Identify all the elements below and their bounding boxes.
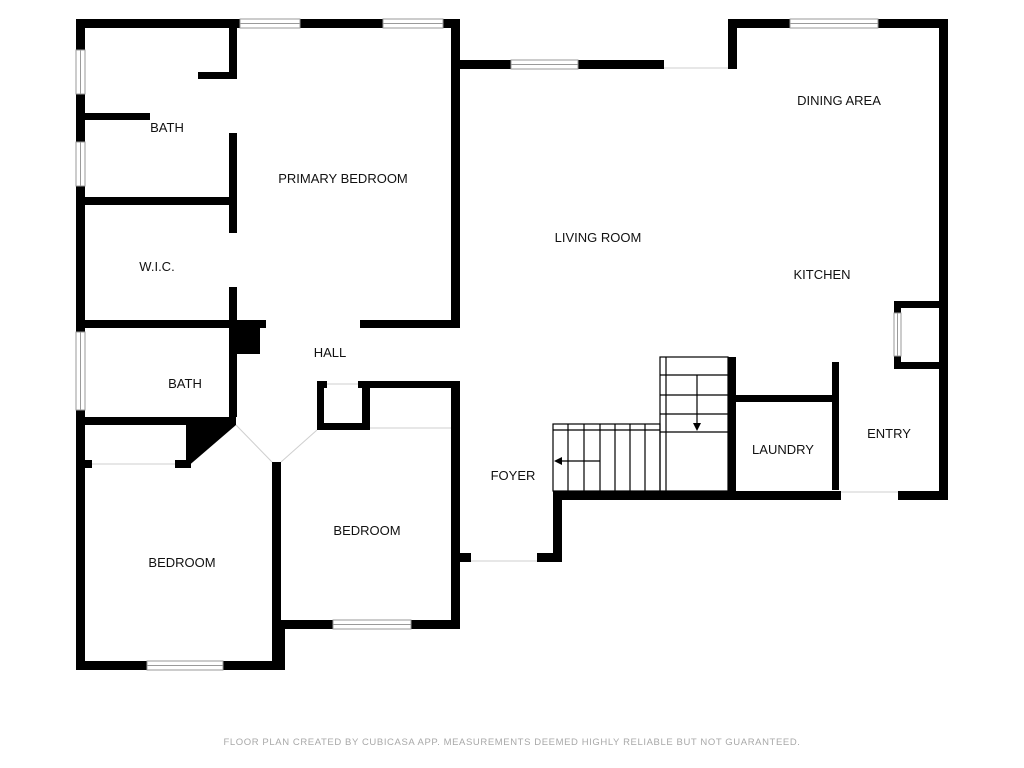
- wall-foyer-south-left: [451, 553, 471, 562]
- label-entry: ENTRY: [867, 426, 911, 441]
- door-bedroom-left: [235, 424, 273, 463]
- wall-east: [939, 19, 948, 500]
- stair-arrow-left-icon: [554, 457, 562, 465]
- wall-laundry-east-low: [832, 395, 839, 490]
- wall-chase: [232, 320, 260, 354]
- label-living-room: LIVING ROOM: [555, 230, 642, 245]
- room-labels: BATH PRIMARY BEDROOM W.I.C. HALL BATH BE…: [139, 93, 911, 570]
- label-bath-lower: BATH: [168, 376, 202, 391]
- door-openings: [92, 67, 898, 562]
- wall-stair-east: [728, 357, 736, 500]
- label-wic: W.I.C.: [139, 259, 174, 274]
- wall-closet-top-b: [358, 381, 460, 388]
- window-dining-north: [789, 18, 879, 29]
- wall-laundry-top: [728, 395, 836, 402]
- interior-walls: [76, 19, 948, 670]
- wall-closet-east: [362, 381, 370, 430]
- label-hall: HALL: [314, 345, 347, 360]
- window-bath-west-1: [75, 49, 86, 95]
- window-bedroom-mid-south: [332, 619, 412, 630]
- wall-south-laundry: [553, 491, 841, 500]
- wall-primary-south: [360, 320, 460, 328]
- label-laundry: LAUNDRY: [752, 442, 814, 457]
- wall-entry-closet-bottom: [894, 362, 948, 369]
- wall-bath-shelf: [76, 113, 150, 120]
- window-entry-closet: [893, 312, 902, 357]
- wall-bath-stub: [198, 72, 237, 79]
- wall-foyer-south-right: [537, 553, 562, 562]
- window-bath-west-2: [75, 141, 86, 187]
- wall-wic-bath: [76, 320, 266, 328]
- wall-closet-west: [317, 381, 324, 430]
- wall-closet-top-a: [317, 381, 327, 388]
- wall-laundry-east: [832, 362, 839, 397]
- label-foyer: FOYER: [491, 468, 536, 483]
- wall-primary-west-top: [229, 19, 237, 79]
- staircase-foyer: [552, 423, 661, 492]
- wall-bedroom-left-top-b: [175, 460, 191, 468]
- staircase-down: [659, 356, 729, 492]
- window-primary-north-1: [239, 18, 301, 29]
- door-bedroom-mid: [280, 429, 318, 463]
- label-kitchen: KITCHEN: [793, 267, 850, 282]
- wall-bath-wic: [76, 197, 237, 205]
- wall-bedroom-mid-east: [451, 381, 460, 629]
- wall-primary-west-mid: [229, 133, 237, 233]
- wall-north-dining-stub: [728, 19, 737, 69]
- wall-entry-closet-west-a: [894, 301, 901, 313]
- window-bath-lower-west: [75, 331, 86, 411]
- label-bedroom-left: BEDROOM: [148, 555, 215, 570]
- footer-disclaimer: FLOOR PLAN CREATED BY CUBICASA APP. MEAS…: [223, 737, 800, 748]
- window-living-north: [510, 59, 579, 70]
- label-bath-upper: BATH: [150, 120, 184, 135]
- wall-bedroom-left-east: [272, 462, 281, 670]
- window-primary-north-2: [382, 18, 444, 29]
- wall-closet-south: [317, 423, 370, 430]
- wall-entry-closet-top: [894, 301, 948, 308]
- wall-foyer-east: [553, 491, 562, 562]
- wall-primary-east: [451, 19, 460, 328]
- wall-bedroom-left-corner: [186, 425, 236, 468]
- windows: [75, 18, 902, 671]
- wall-entry-closet-west-b: [894, 356, 901, 369]
- label-primary-bedroom: PRIMARY BEDROOM: [278, 171, 408, 186]
- stair-arrow-down-icon: [693, 423, 701, 431]
- label-dining-area: DINING AREA: [797, 93, 881, 108]
- wall-bedroom-left-top-a: [76, 460, 92, 468]
- wall-south-entry: [898, 491, 948, 500]
- exterior-walls: [76, 19, 948, 670]
- wall-bath-lower-south: [76, 417, 236, 425]
- label-bedroom-middle: BEDROOM: [333, 523, 400, 538]
- window-bedroom-left-south: [146, 660, 224, 671]
